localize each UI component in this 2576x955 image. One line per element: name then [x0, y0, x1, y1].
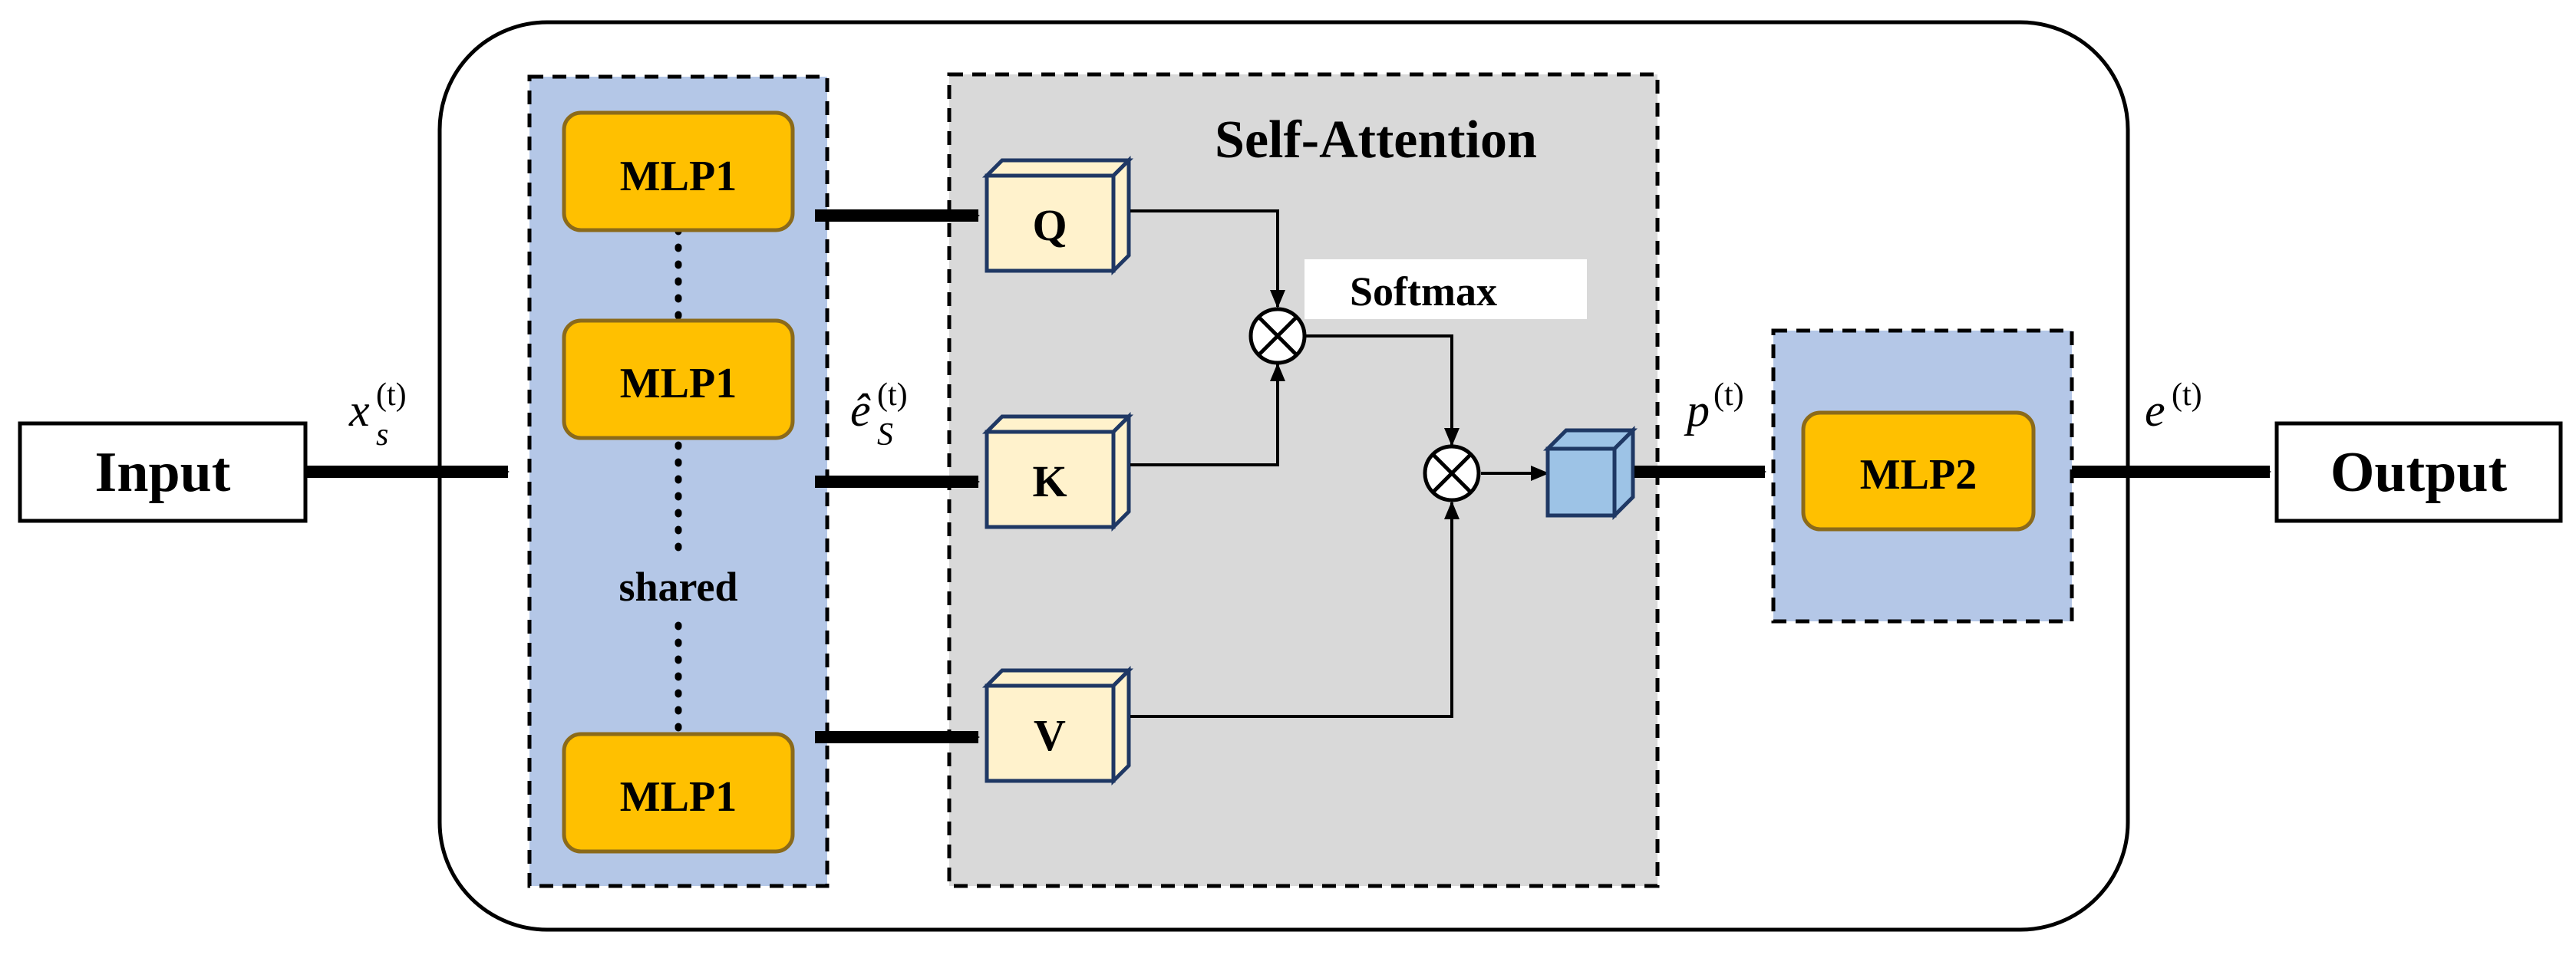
output-node: Output	[2274, 421, 2563, 523]
edge-x-sub: s	[376, 417, 388, 453]
attention-output-cube	[1542, 425, 1638, 521]
softmax-to-multiply-line	[1305, 334, 1460, 446]
mlp1-block-middle: MLP1	[562, 318, 795, 440]
edge-label-e-hat-s-t: ê S (t)	[850, 377, 908, 453]
shared-mlp1-panel: MLP1 MLP1 shared MLP1	[527, 74, 830, 888]
edge-e-sup: (t)	[2172, 377, 2202, 413]
key-box: K	[981, 411, 1134, 532]
mlp2-label: MLP2	[1860, 451, 1977, 499]
input-node: Input	[18, 421, 308, 523]
edge-label-e-t: e (t)	[2145, 377, 2202, 436]
mlp1-middle-label: MLP1	[620, 360, 737, 407]
k-to-multiply-line	[1130, 363, 1285, 466]
value-label: V	[1034, 710, 1066, 760]
q-to-multiply-line	[1130, 209, 1285, 308]
mlp2-panel: MLP2	[1771, 328, 2074, 624]
mlp1-bottom-label: MLP1	[620, 773, 737, 821]
query-label: Q	[1032, 200, 1067, 250]
query-box: Q	[981, 155, 1134, 276]
shared-label: shared	[618, 564, 737, 610]
mlp1-block-bottom: MLP1	[562, 732, 795, 854]
edge-e-hat-sup: (t)	[877, 377, 908, 413]
value-box: V	[981, 665, 1134, 786]
edge-x-sup: (t)	[376, 377, 407, 413]
mlp1-top-label: MLP1	[620, 153, 737, 200]
input-label: Input	[95, 441, 231, 504]
edge-e-hat-sub: S	[877, 417, 893, 453]
key-label: K	[1032, 456, 1067, 506]
output-label: Output	[2330, 441, 2508, 504]
edge-e-base: e	[2145, 385, 2165, 436]
multiply-operator-v	[1423, 444, 1481, 502]
multiply-operator-qk	[1248, 307, 1307, 365]
edge-label-p-t: p (t)	[1684, 377, 1744, 436]
edge-x-base: x	[348, 385, 370, 436]
edge-label-x-s-t: x s (t)	[348, 377, 407, 453]
edge-p-sup: (t)	[1713, 377, 1744, 413]
mlp1-block-top: MLP1	[562, 110, 795, 232]
softmax-box	[1304, 259, 1587, 319]
mlp2-block: MLP2	[1801, 410, 2036, 532]
edge-p-base: p	[1684, 385, 1710, 436]
self-attention-title: Self-Attention	[1215, 110, 1537, 170]
self-attention-panel: Self-Attention Softmax Q K V	[947, 72, 1660, 888]
v-to-multiply-line	[1130, 501, 1460, 718]
softmax-label: Softmax	[1350, 268, 1497, 314]
edge-e-hat-base: ê	[850, 385, 871, 436]
